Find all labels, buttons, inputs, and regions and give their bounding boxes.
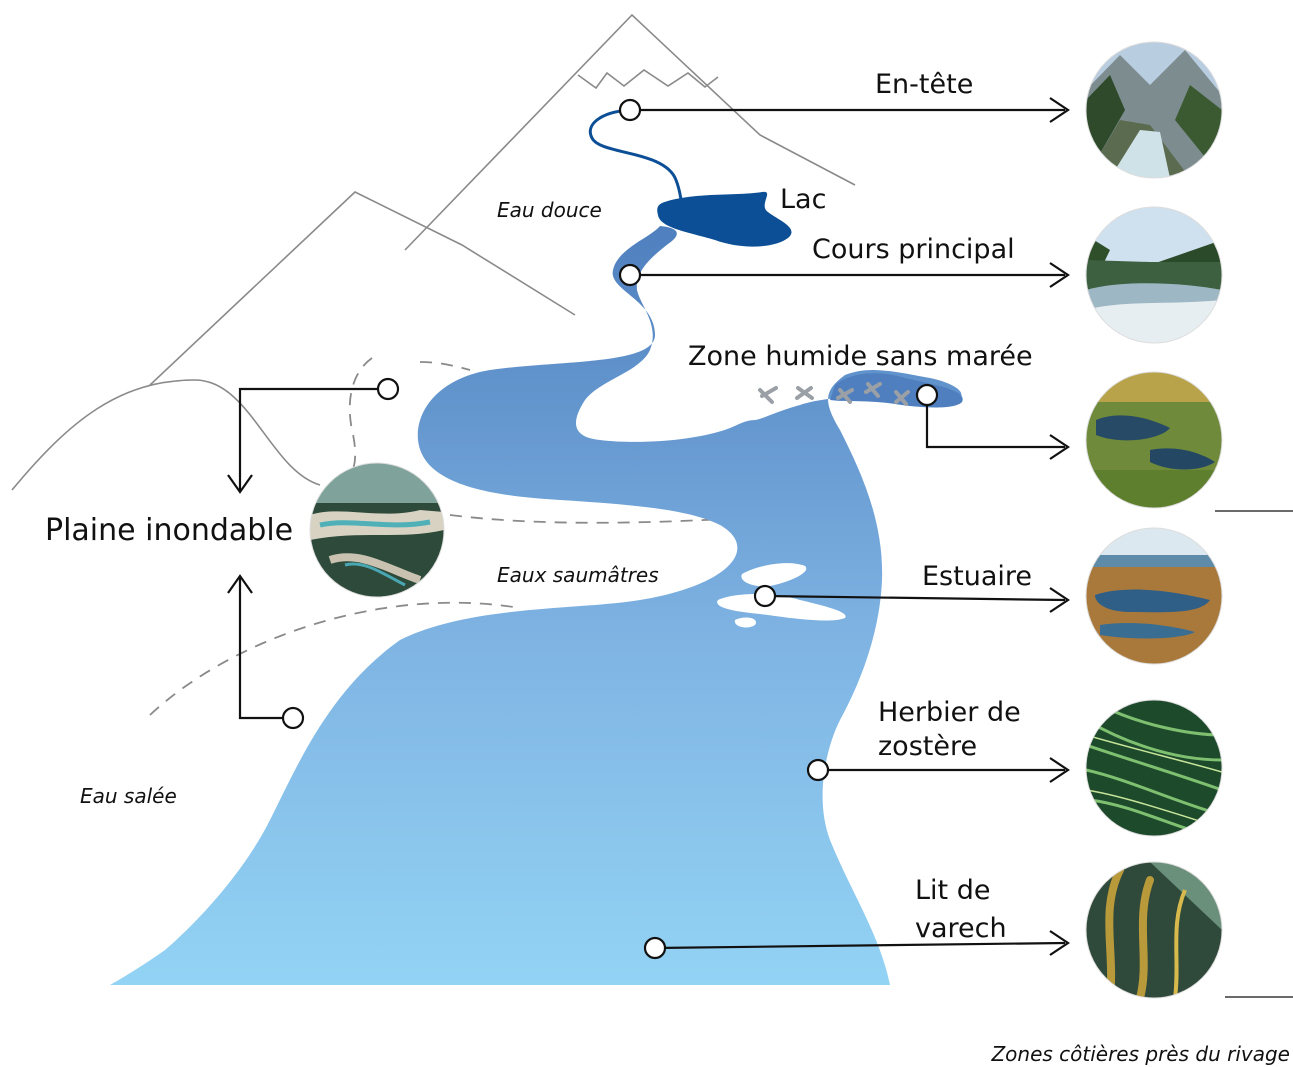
label-eelgrass-line2: zostère [878,731,977,762]
estuary-photo [1086,528,1222,664]
node-estuary [753,584,777,608]
island-2 [717,594,846,621]
headwater-stream [588,108,687,212]
river-body [110,226,962,985]
label-floodplain: Plaine inondable [45,513,293,548]
connector-nodes [281,98,939,960]
label-main-stem: Cours principal [812,234,1015,265]
zone-nearshore: Zones côtières près du rivage [990,1042,1290,1066]
label-headwaters: En-tête [875,69,973,100]
island-3 [734,617,756,628]
eelgrass-photo [1086,700,1222,836]
wetland-photo [1086,372,1222,508]
node-main-stem [618,263,642,287]
main-stem-photo [1086,207,1222,343]
marsh-marks [758,382,910,406]
headwaters-photo [1086,42,1222,178]
label-estuary: Estuaire [922,561,1032,592]
lake-shape [657,191,792,247]
label-eelgrass-line1: Herbier de [878,697,1021,728]
kelp-photo [1086,862,1222,998]
label-lake: Lac [780,184,826,215]
node-headwaters [618,98,642,122]
node-eelgrass [806,758,830,782]
zone-freshwater: Eau douce [497,198,602,222]
node-kelp [643,936,667,960]
zone-brackish: Eaux saumâtres [497,563,659,587]
floodplain-photo [310,463,444,597]
label-nontidal-wetland: Zone humide sans marée [688,341,1033,372]
mountain-outlines [11,13,856,491]
connectors [227,97,1293,998]
label-kelp-line1: Lit de [915,875,990,906]
node-floodplain-bottom [281,706,305,730]
node-wetland [915,383,939,407]
island-1 [741,563,807,587]
zone-saltwater: Eau salée [80,784,177,808]
label-kelp-line2: varech [915,913,1007,944]
node-floodplain-top [376,377,400,401]
